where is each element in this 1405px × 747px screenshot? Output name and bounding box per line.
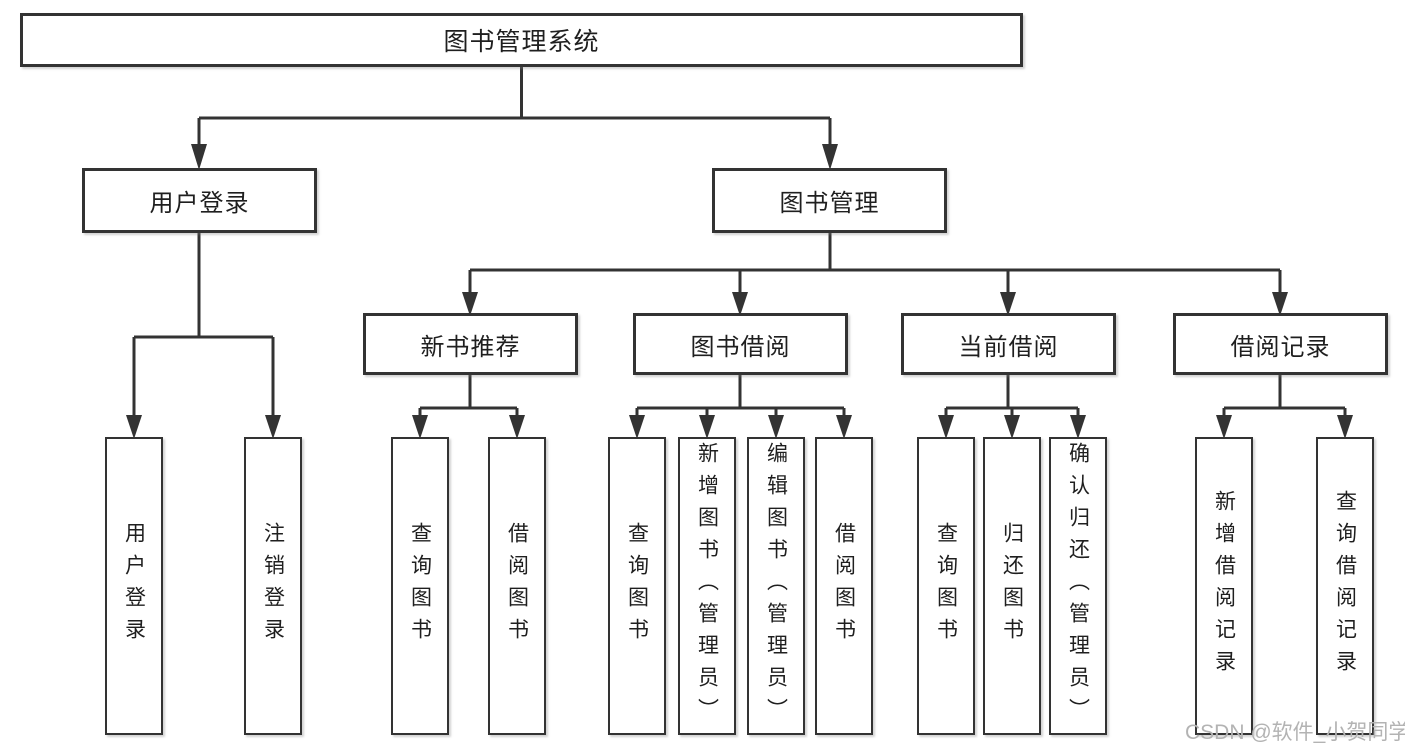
connector-root-to-level2 xyxy=(197,66,832,150)
leaf-borrow-books-borrowing: 借阅图书 xyxy=(815,437,873,735)
node-label: 借阅记录 xyxy=(1230,333,1331,361)
node-book-management: 图书管理 xyxy=(712,168,947,233)
node-label: 注销登录 xyxy=(261,522,285,650)
node-label: 新增借阅记录 xyxy=(1212,490,1236,682)
node-book-borrowing: 图书借阅 xyxy=(633,313,848,375)
node-label: 编辑图书（管理员） xyxy=(764,442,788,730)
node-label: 查询借阅记录 xyxy=(1333,490,1357,682)
leaf-logout: 注销登录 xyxy=(244,437,302,735)
connector-new-book-recommendation-children xyxy=(418,375,519,421)
leaf-confirm-return-admin: 确认归还（管理员） xyxy=(1049,437,1107,735)
leaf-query-borrow-record: 查询借阅记录 xyxy=(1316,437,1374,735)
leaf-query-books-borrowing: 查询图书 xyxy=(608,437,666,735)
node-label: 查询图书 xyxy=(408,522,432,650)
node-library-management-system: 图书管理系统 xyxy=(20,13,1023,67)
node-label: 当前借阅 xyxy=(958,333,1059,361)
leaf-return-book: 归还图书 xyxy=(983,437,1041,735)
node-new-book-recommendation: 新书推荐 xyxy=(363,313,578,375)
node-label: 新书推荐 xyxy=(420,333,521,361)
node-label: 借阅图书 xyxy=(832,522,856,650)
connector-current-borrowing-children xyxy=(944,375,1080,421)
csdn-watermark: CSDN @软件_小贺同学 xyxy=(1185,721,1405,744)
leaf-borrow-books-recommend: 借阅图书 xyxy=(488,437,546,735)
node-label: 新增图书（管理员） xyxy=(695,442,719,730)
connector-book-borrowing-children xyxy=(635,375,846,421)
leaf-edit-book-admin: 编辑图书（管理员） xyxy=(747,437,805,735)
connector-borrowing-records-children xyxy=(1222,375,1347,421)
node-label: 图书管理 xyxy=(779,190,880,217)
node-label: 借阅图书 xyxy=(505,522,529,650)
node-label: 归还图书 xyxy=(1000,522,1024,650)
connector-book-management-children xyxy=(468,233,1282,296)
leaf-query-books-recommend: 查询图书 xyxy=(391,437,449,735)
connector-user-login-children xyxy=(132,233,275,421)
leaf-add-borrow-record: 新增借阅记录 xyxy=(1195,437,1253,735)
leaf-add-book-admin: 新增图书（管理员） xyxy=(678,437,736,735)
node-label: 确认归还（管理员） xyxy=(1066,442,1090,730)
node-current-borrowing: 当前借阅 xyxy=(901,313,1116,375)
node-label: 图书借阅 xyxy=(690,333,791,361)
node-borrowing-records: 借阅记录 xyxy=(1173,313,1388,375)
node-label: 用户登录 xyxy=(149,190,250,217)
arrowheads xyxy=(126,144,1353,439)
node-label: 查询图书 xyxy=(934,522,958,650)
node-label: 查询图书 xyxy=(625,522,649,650)
node-label: 图书管理系统 xyxy=(443,28,600,56)
node-user-login: 用户登录 xyxy=(82,168,317,233)
node-label: 用户登录 xyxy=(122,522,146,650)
leaf-query-books-current: 查询图书 xyxy=(917,437,975,735)
leaf-user-login: 用户登录 xyxy=(105,437,163,735)
